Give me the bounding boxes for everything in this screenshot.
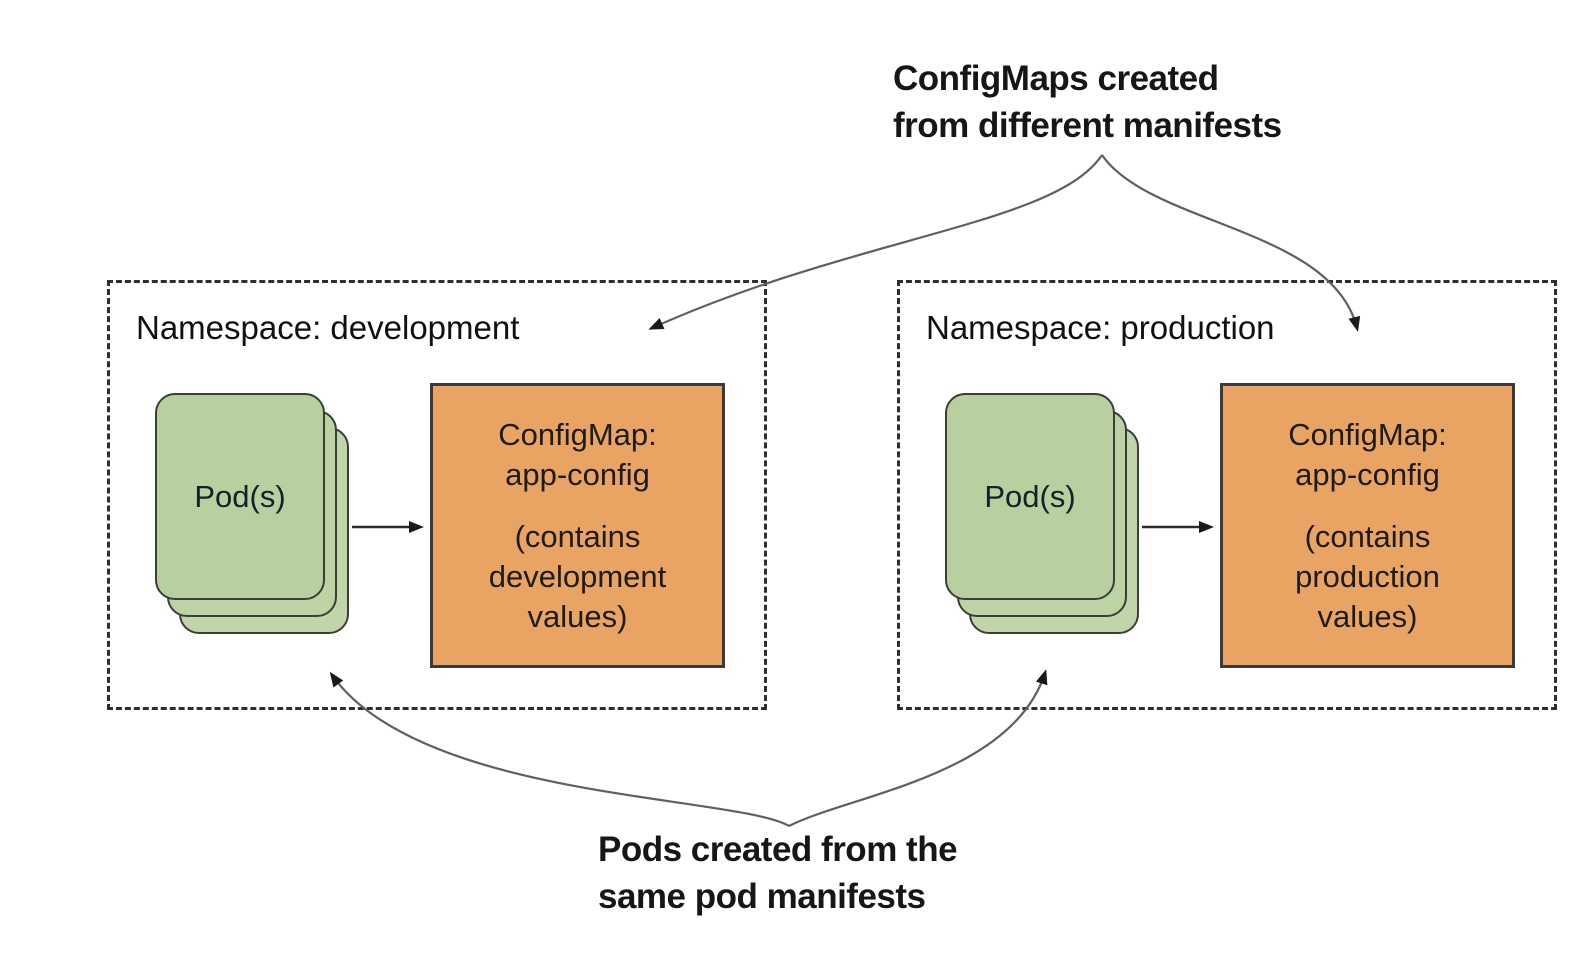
configmap-title-line1: ConfigMap: (498, 416, 657, 452)
namespace-label-development: Namespace: development (136, 309, 520, 346)
bottom-annotation: Pods created from the same pod manifests (598, 826, 958, 920)
configmap-title-line2: app-config (505, 456, 650, 492)
configmap-body-line2: production (1295, 558, 1440, 594)
configmap-title-line2: app-config (1295, 456, 1440, 492)
configmap-body-line1: (contains (514, 518, 641, 554)
configmap-box-production: ConfigMap: app-config (contains producti… (1220, 383, 1515, 668)
bottom-annotation-line2: same pod manifests (598, 877, 926, 916)
configmap-box-development: ConfigMap: app-config (contains developm… (430, 383, 725, 668)
configmap-body-line2: development (488, 558, 667, 594)
top-annotation: ConfigMaps created from different manife… (893, 55, 1282, 149)
pod-card-front: Pod(s) (155, 393, 325, 600)
pod-label: Pod(s) (194, 478, 286, 514)
bottom-annotation-line1: Pods created from the (598, 830, 958, 869)
configmap-body-line3: values) (1317, 598, 1418, 634)
top-annotation-line2: from different manifests (893, 106, 1282, 145)
pod-card-front: Pod(s) (945, 393, 1115, 600)
configmap-body-line3: values) (527, 598, 628, 634)
pod-stack-production: Pod(s) (945, 393, 1141, 636)
pod-stack-development: Pod(s) (155, 393, 351, 636)
namespace-box-production: Namespace: production Pod(s) ConfigMap: … (897, 280, 1557, 710)
configmap-title-line1: ConfigMap: (1288, 416, 1447, 452)
namespace-label-production: Namespace: production (926, 309, 1275, 346)
top-annotation-line1: ConfigMaps created (893, 59, 1219, 98)
pod-label: Pod(s) (984, 478, 1076, 514)
namespace-box-development: Namespace: development Pod(s) ConfigMap:… (107, 280, 767, 710)
configmap-body-line1: (contains (1304, 518, 1431, 554)
